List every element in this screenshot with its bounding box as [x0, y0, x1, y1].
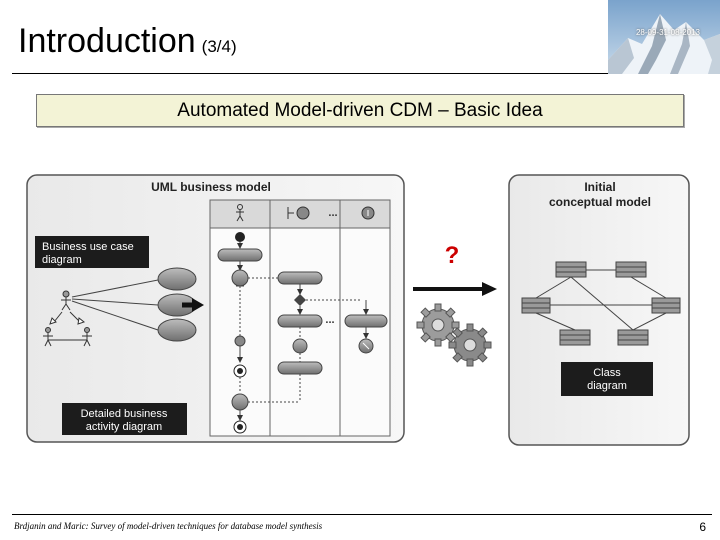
uml-panel-title: UML business model — [151, 180, 271, 194]
activity-label-line2: activity diagram — [86, 421, 162, 433]
conceptual-title-line2: conceptual model — [549, 195, 651, 209]
date-stamp: 28-09-31-08-2013 — [635, 28, 700, 37]
footer-citation: Brdjanin and Maric: Survey of model-driv… — [14, 521, 323, 531]
uml-business-model-panel: UML business model ... — [26, 174, 405, 443]
title-divider — [12, 73, 612, 74]
actor-hierarchy — [43, 290, 92, 347]
use-case-diagram-label: Business use case diagram — [35, 236, 149, 268]
class-associations — [535, 269, 667, 331]
footer-divider — [12, 514, 712, 515]
slide-title-main: Introduction — [18, 22, 196, 60]
class-label-line2: diagram — [587, 380, 627, 392]
activity-flow: ... — [217, 232, 388, 434]
gears-icon — [416, 303, 492, 367]
boundary-icon — [287, 206, 310, 220]
use-case-ovals — [71, 267, 204, 342]
slide-title-subtitle: (3/4) — [201, 37, 237, 56]
actor-icon — [236, 204, 244, 222]
use-case-label-line2: diagram — [42, 254, 82, 266]
use-case-label-line1: Business use case — [42, 241, 134, 253]
mountain-photo — [608, 0, 720, 74]
class-diagram-label: Class diagram — [561, 362, 653, 396]
page-number: 6 — [699, 520, 706, 534]
activity-label-line1: Detailed business — [81, 408, 168, 420]
activity-diagram-label: Detailed business activity diagram — [62, 403, 187, 435]
conceptual-title-line1: Initial — [584, 180, 615, 194]
transform-arrow — [413, 282, 497, 296]
lane-ellipsis: ... — [328, 207, 337, 219]
worker-icon — [361, 206, 375, 220]
class-label-line1: Class — [593, 367, 621, 379]
mid-ellipsis: ... — [325, 314, 334, 326]
conceptual-model-panel: Initial conceptual model Class diagram — [508, 174, 690, 446]
banner-heading: Automated Model-driven CDM – Basic Idea — [36, 94, 684, 127]
question-mark: ? — [445, 242, 460, 269]
slide-title: Introduction (3/4) — [18, 22, 237, 61]
